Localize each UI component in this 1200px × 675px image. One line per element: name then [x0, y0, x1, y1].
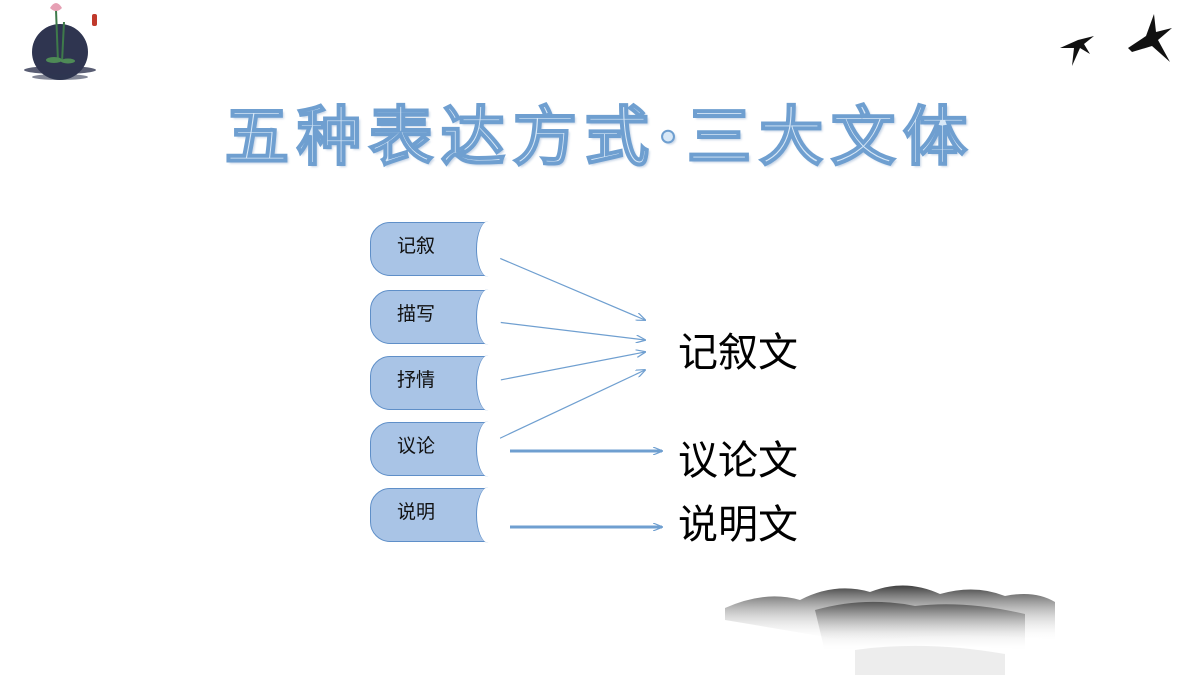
arrow-miaoxie-to-jixuwen: [496, 321, 645, 340]
mode-label: 抒情: [397, 369, 436, 391]
mode-label: 说明: [397, 501, 436, 523]
page-title: 五种表达方式·三大文体: [224, 99, 976, 176]
arrow-yilun-to-jixuwen: [491, 370, 645, 443]
moon-lotus-decoration: [24, 3, 97, 80]
mode-label: 描写: [397, 303, 436, 325]
mode-box-miaoxie: 描写: [370, 289, 501, 345]
swallow-icon-large: [1128, 14, 1172, 62]
arrow-jixu-to-jixuwen: [484, 251, 645, 320]
mode-box-shuqing: 抒情: [370, 355, 501, 411]
lotus-icon: [50, 3, 62, 11]
arrow-shuqing-to-jixuwen: [489, 352, 645, 383]
mode-box-shuoming: 说明: [370, 487, 501, 543]
genre-jixuwen: 记叙文: [678, 330, 798, 376]
mode-box-jixu: 记叙: [370, 221, 501, 277]
mode-box-yilun: 议论: [370, 421, 501, 477]
genre-yilunwen: 议论文: [678, 438, 798, 484]
swallows-decoration: [1060, 14, 1172, 66]
ink-mountains-decoration: [725, 585, 1055, 675]
swallow-icon: [1060, 36, 1094, 66]
genre-shuomingwen: 说明文: [678, 502, 798, 548]
mode-label: 记叙: [397, 235, 436, 257]
lantern-icon: [92, 14, 97, 26]
moon-icon: [32, 24, 88, 80]
mode-label: 议论: [397, 435, 436, 457]
